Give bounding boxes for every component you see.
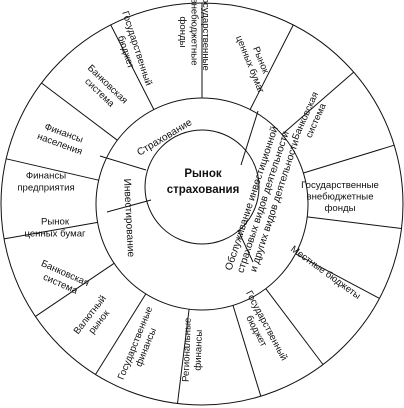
segment-divider — [110, 24, 155, 110]
center-label-line-2: страхования — [167, 184, 240, 196]
center-label: Рынок страхования — [167, 168, 240, 196]
segment-label-line: Местные бюджеты — [288, 244, 362, 302]
segment-label-line: предприятия — [17, 182, 74, 193]
segment-label-line: фонды — [324, 203, 355, 214]
segment-divider — [307, 216, 402, 229]
segment-divider — [41, 82, 118, 141]
segment-label-line: фонды — [177, 16, 188, 47]
center-label-line-1: Рынок — [184, 168, 221, 180]
ring-dividers — [99, 110, 259, 263]
inner-circle — [144, 129, 260, 245]
segment-label-line: Государственные — [200, 0, 211, 71]
ring-divider — [237, 229, 254, 263]
segment-divider — [303, 144, 395, 174]
ring-divider — [240, 110, 259, 166]
ring-label-investing: Инвестирование — [121, 178, 136, 257]
segment-divider — [4, 221, 98, 240]
segment-label-line: внебюджетные — [306, 192, 373, 203]
segment-label-line: Финансы — [26, 171, 66, 182]
segment-divider — [265, 288, 324, 365]
segment-label-line: Региональные — [181, 318, 194, 383]
segment-label-line: Рынок — [41, 217, 70, 228]
segment-label-line: ценных бумаг — [24, 228, 86, 239]
segment-label-line: финансы — [193, 330, 205, 371]
ring-divider — [106, 199, 152, 213]
segment-divider — [177, 309, 190, 404]
ring-divider — [99, 155, 147, 171]
segment-divider — [95, 293, 147, 375]
ring-label-insurance: Страхование — [135, 117, 194, 159]
segment-dividers — [4, 3, 402, 404]
segment-label: Местные бюджеты — [288, 244, 362, 302]
ring-label-service: Обслуживание инвестиционной страховых ви… — [223, 125, 302, 275]
segment-divider — [295, 253, 380, 299]
segment-divider — [281, 71, 355, 135]
segment-label-line: внебюджетные — [189, 0, 200, 66]
segment-divider — [249, 24, 294, 110]
segment-divider — [35, 262, 115, 317]
segment-divider — [6, 158, 99, 181]
segment-label-line: Государственные — [301, 180, 379, 191]
segment-divider — [232, 305, 262, 397]
